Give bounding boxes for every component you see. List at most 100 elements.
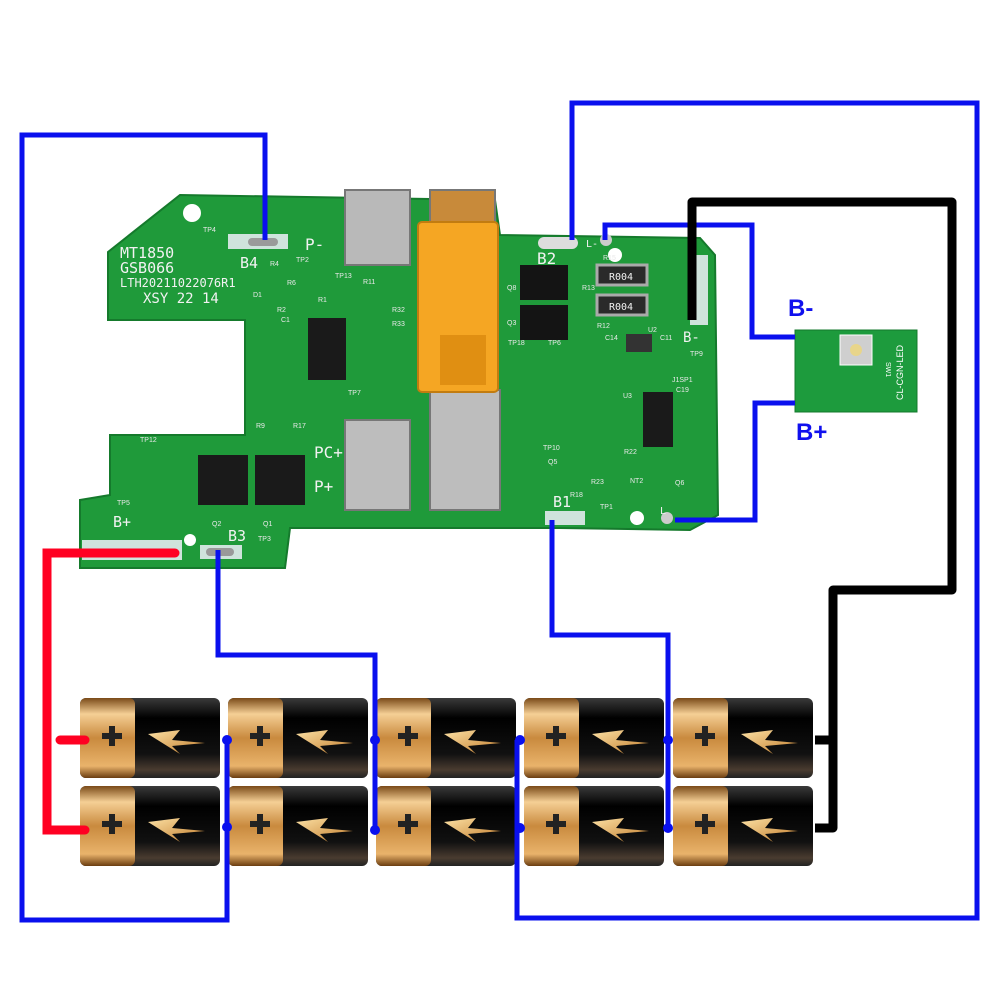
designator: R1 <box>318 297 327 304</box>
plus-icon <box>102 814 122 834</box>
module-label: CL-CGN-LED <box>895 344 905 400</box>
shunt-value: R004 <box>609 302 633 313</box>
pad-b-minus-label: B- <box>683 330 700 346</box>
wire-b1 <box>549 520 671 828</box>
designator: C19 <box>676 387 689 394</box>
mount-hole <box>184 534 196 546</box>
battery-cell <box>376 786 516 866</box>
designator: TP6 <box>548 340 561 347</box>
plus-icon <box>102 726 122 746</box>
designator: Q6 <box>675 480 684 487</box>
plus-icon <box>398 726 418 746</box>
designator: Q3 <box>507 320 516 327</box>
designator: TP13 <box>335 273 352 280</box>
mosfet-q2 <box>198 455 248 505</box>
pad-p-plus-label: P+ <box>314 477 333 496</box>
plus-icon <box>250 814 270 834</box>
designator: D1 <box>253 292 262 299</box>
lightning-icon <box>741 818 798 842</box>
battery-cell <box>376 698 516 778</box>
designator: R17 <box>293 423 306 430</box>
designator: C11 <box>660 335 672 342</box>
wire-b2 <box>514 100 980 921</box>
designator: J1SP1 <box>672 377 693 384</box>
designator: R33 <box>392 321 405 328</box>
pad-l-plus-label: L <box>660 506 666 517</box>
regulator-u2 <box>626 334 652 352</box>
mosfet-q1 <box>255 455 305 505</box>
lightning-icon <box>741 730 798 754</box>
designator: R15 <box>603 255 616 262</box>
mosfet-q8 <box>520 265 568 300</box>
designator: R18 <box>570 492 583 499</box>
pad-b2-label: B2 <box>537 249 556 268</box>
battery-pack <box>80 698 813 866</box>
mount-hole <box>183 204 201 222</box>
lightning-icon <box>444 730 501 754</box>
shunt-resistor <box>595 263 649 287</box>
designator: TP9 <box>690 351 703 358</box>
b-plus-label: B+ <box>796 419 827 446</box>
battery-cell <box>228 698 368 778</box>
designator: NT2 <box>630 478 643 485</box>
pad-p-minus-label: P- <box>305 235 324 254</box>
lightning-icon <box>296 818 353 842</box>
designator: TP3 <box>258 536 271 543</box>
battery-cell <box>80 786 220 866</box>
designator: C1 <box>281 317 290 324</box>
designator: C14 <box>605 335 618 342</box>
lightning-icon <box>592 818 649 842</box>
pad-l-plus <box>661 512 673 524</box>
designator: U2 <box>648 327 657 334</box>
silk-model: MT1850 <box>120 244 174 262</box>
lightning-icon <box>444 818 501 842</box>
designator: R22 <box>624 449 637 456</box>
designator: Q2 <box>212 521 221 528</box>
pad-b1 <box>545 511 585 525</box>
wire-b-plus <box>42 548 180 835</box>
pad-b1-label: B1 <box>553 493 571 511</box>
designator: R11 <box>363 279 375 286</box>
wire-b-minus <box>687 197 957 833</box>
pad-pc-plus-label: PC+ <box>314 443 343 462</box>
lightning-icon <box>148 730 205 754</box>
shunt-resistor <box>595 293 649 317</box>
plus-icon <box>546 814 566 834</box>
plus-icon <box>398 814 418 834</box>
wire-l-plus <box>675 400 795 523</box>
battery-cell <box>673 698 813 778</box>
silk-serial: LTH20211022076R1 <box>120 276 236 290</box>
pad-b4-label: B4 <box>240 254 258 272</box>
plus-icon <box>250 726 270 746</box>
led-indicator-module: SW1 CL-CGN-LED <box>794 329 918 413</box>
designator: TP10 <box>543 445 560 452</box>
designator: TP12 <box>140 437 157 444</box>
lightning-icon <box>148 818 205 842</box>
plus-icon <box>695 814 715 834</box>
battery-cell <box>524 698 664 778</box>
wires <box>19 100 980 923</box>
designator: U3 <box>623 393 632 400</box>
mount-hole <box>630 511 644 525</box>
plus-icon <box>546 726 566 746</box>
designator: Q1 <box>263 521 272 528</box>
designator: R2 <box>277 307 286 314</box>
pad-b2 <box>538 237 578 249</box>
wire-l-minus <box>602 222 795 340</box>
pad-b3-label: B3 <box>228 527 246 545</box>
shunt-value: R004 <box>609 272 633 283</box>
designator: Q5 <box>548 459 557 466</box>
designator: R12 <box>597 323 610 330</box>
designator: R32 <box>392 307 405 314</box>
designator: R9 <box>256 423 265 430</box>
battery-cell <box>80 698 220 778</box>
designator: R4 <box>270 261 279 268</box>
switch-label: SW1 <box>884 362 891 377</box>
designator: TP1 <box>600 504 613 511</box>
lightning-icon <box>296 730 353 754</box>
b-minus-label: B- <box>788 295 813 322</box>
button-icon <box>850 344 862 356</box>
mount-hole <box>608 248 622 262</box>
wire-b4 <box>19 132 268 923</box>
